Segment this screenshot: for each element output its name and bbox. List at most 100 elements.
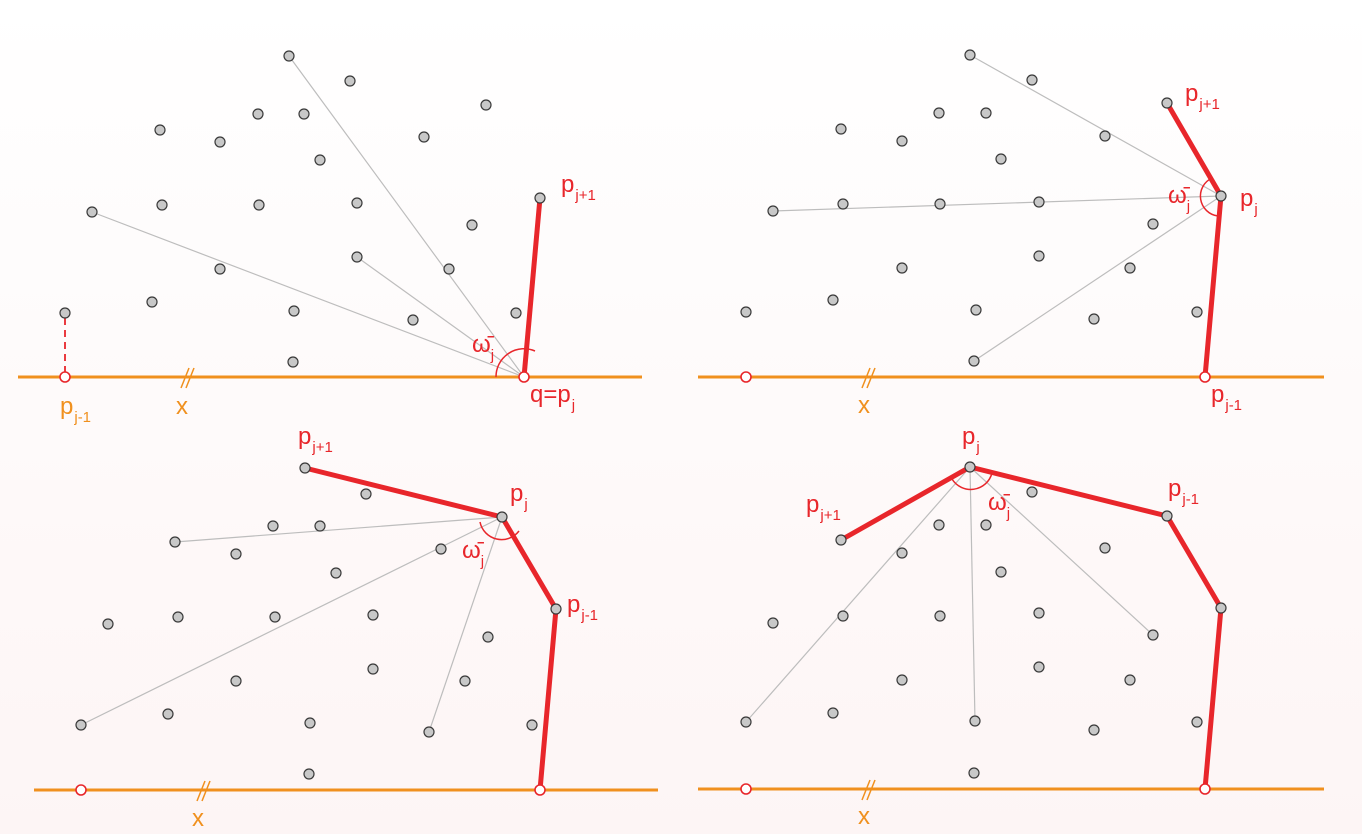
ray xyxy=(288,55,525,378)
data-point xyxy=(252,108,264,120)
data-point xyxy=(827,707,839,719)
data-point xyxy=(896,135,908,147)
label-axis-x: x xyxy=(192,805,204,832)
label-p-current: pj xyxy=(510,480,528,513)
rays xyxy=(745,466,1154,723)
label-p-next: pj+1 xyxy=(806,491,841,524)
angle-arc xyxy=(495,348,536,378)
label-axis-x: x xyxy=(858,392,870,419)
data-point xyxy=(283,50,295,62)
data-point xyxy=(1161,510,1173,522)
panel-4: pj pj+1 ω̄j pj-1 x xyxy=(698,423,1324,830)
label-omega: ω̄j xyxy=(472,331,495,364)
data-point xyxy=(980,107,992,119)
angle-arc xyxy=(1199,177,1219,217)
data-point xyxy=(59,307,71,319)
data-point xyxy=(510,307,522,319)
data-point xyxy=(86,206,98,218)
data-point xyxy=(964,49,976,61)
data-point xyxy=(367,663,379,675)
data-point xyxy=(299,462,311,474)
data-point xyxy=(102,618,114,630)
data-point xyxy=(969,715,981,727)
data-point xyxy=(253,199,265,211)
data-point xyxy=(1099,130,1111,142)
label-p-next: pj+1 xyxy=(1185,80,1220,113)
data-point xyxy=(837,610,849,622)
baseline-point-open xyxy=(740,371,752,383)
data-point xyxy=(230,675,242,687)
data-point xyxy=(459,675,471,687)
data-point xyxy=(827,294,839,306)
data-point xyxy=(995,153,1007,165)
data-point xyxy=(550,603,562,615)
data-point xyxy=(146,296,158,308)
data-point xyxy=(534,192,546,204)
data-point xyxy=(1088,724,1100,736)
data-point xyxy=(214,263,226,275)
data-point xyxy=(482,631,494,643)
data-point xyxy=(934,610,946,622)
baseline-point-open xyxy=(740,783,752,795)
label-p-prev: pj-1 xyxy=(60,393,91,426)
label-p-current: pj xyxy=(962,423,980,456)
data-point xyxy=(466,219,478,231)
ray xyxy=(973,195,1222,362)
data-point xyxy=(360,488,372,500)
data-point xyxy=(303,768,315,780)
data-point xyxy=(835,534,847,546)
data-point xyxy=(1033,196,1045,208)
data-point xyxy=(314,520,326,532)
angle-arc xyxy=(951,472,993,491)
data-point xyxy=(1033,661,1045,673)
label-p-prev: pj-1 xyxy=(1168,475,1199,508)
ray xyxy=(772,195,1222,212)
label-p-prev: pj-1 xyxy=(1211,381,1242,414)
ray xyxy=(356,256,525,378)
data-point xyxy=(169,536,181,548)
data-point xyxy=(767,205,779,217)
data-point xyxy=(933,107,945,119)
data-point xyxy=(526,719,538,731)
ray xyxy=(969,54,1222,197)
parallel-tick-mark xyxy=(861,779,876,801)
data-point xyxy=(968,355,980,367)
data-point xyxy=(767,617,779,629)
data-point xyxy=(933,519,945,531)
ray xyxy=(428,516,503,733)
ray xyxy=(91,211,525,378)
data-point xyxy=(162,708,174,720)
baseline-point-open xyxy=(75,784,87,796)
data-point xyxy=(443,263,455,275)
data-point xyxy=(1215,602,1227,614)
panel-3: pj+1 pj ω̄j pj-1 x xyxy=(34,423,658,832)
data-point xyxy=(418,131,430,143)
data-point xyxy=(304,717,316,729)
label-p-next: pj+1 xyxy=(561,171,596,204)
data-point xyxy=(1147,218,1159,230)
data-point xyxy=(970,304,982,316)
hull-edge xyxy=(521,197,543,378)
ray xyxy=(969,466,976,722)
parallel-tick-mark xyxy=(180,367,195,389)
panel-2: pj+1 ω̄j pj pj-1 x xyxy=(698,49,1324,419)
rays xyxy=(80,516,503,733)
label-axis-x: x xyxy=(858,803,870,830)
data-point xyxy=(435,543,447,555)
data-point xyxy=(172,611,184,623)
point-set xyxy=(75,462,562,780)
data-point xyxy=(934,198,946,210)
data-point xyxy=(288,305,300,317)
data-point xyxy=(214,136,226,148)
label-omega: ω̄j xyxy=(1168,182,1191,215)
label-omega: ω̄j xyxy=(988,489,1011,522)
rays xyxy=(91,55,525,378)
label-p-current: pj xyxy=(1240,185,1258,218)
data-point xyxy=(1088,313,1100,325)
data-point xyxy=(367,609,379,621)
label-axis-x: x xyxy=(176,393,188,420)
hull-edge xyxy=(304,465,559,791)
parallel-tick-mark xyxy=(196,780,211,802)
data-point xyxy=(1033,607,1045,619)
